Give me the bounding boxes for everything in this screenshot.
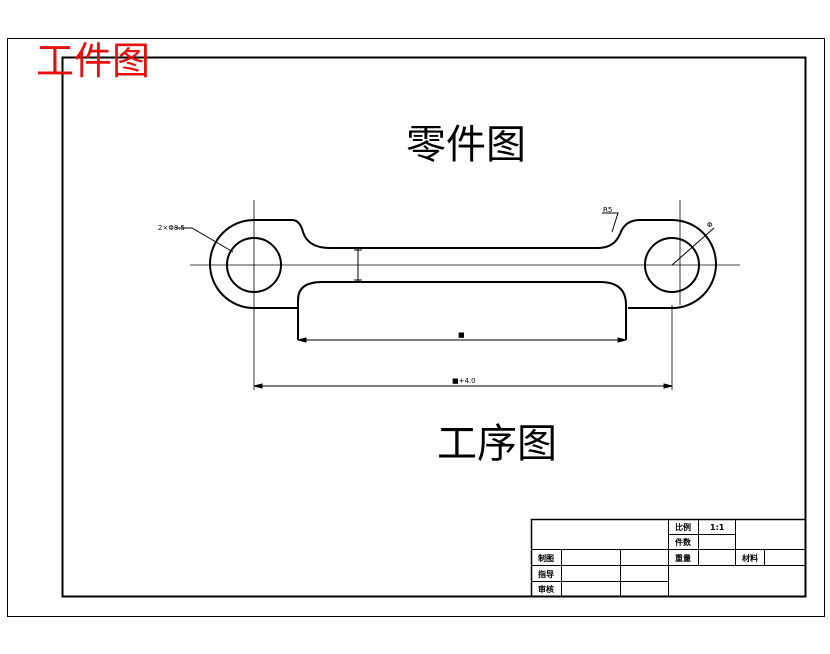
part-drawing-title: 零件图 — [406, 122, 526, 168]
center-lines — [190, 200, 740, 390]
inner-frame — [61, 56, 807, 598]
inner-length-label: ■ — [458, 331, 465, 339]
scale-label: 比例 — [675, 522, 691, 532]
outer-border — [7, 38, 825, 617]
overall-length-label: ■+4.0 — [452, 377, 476, 385]
dimension-lines — [176, 212, 715, 389]
scale-value: 1:1 — [710, 523, 725, 532]
quantity-label: 件数 — [675, 537, 692, 547]
material-label: 材料 — [742, 553, 758, 563]
process-drawing-title: 工序图 — [437, 421, 557, 467]
title-block — [530, 518, 807, 598]
header-title: 工件图 — [36, 39, 150, 83]
hole-note-label: 2×Φ8.5 — [158, 224, 185, 232]
drawn-by-label: 制图 — [538, 553, 554, 563]
link-part-outline — [209, 219, 717, 340]
guided-by-label: 指导 — [538, 569, 554, 579]
radius-label: R5 — [603, 206, 612, 214]
reviewed-by-label: 审核 — [538, 584, 554, 594]
weight-label: 重量 — [675, 553, 691, 563]
small-diameter-label: Φ — [707, 221, 713, 229]
